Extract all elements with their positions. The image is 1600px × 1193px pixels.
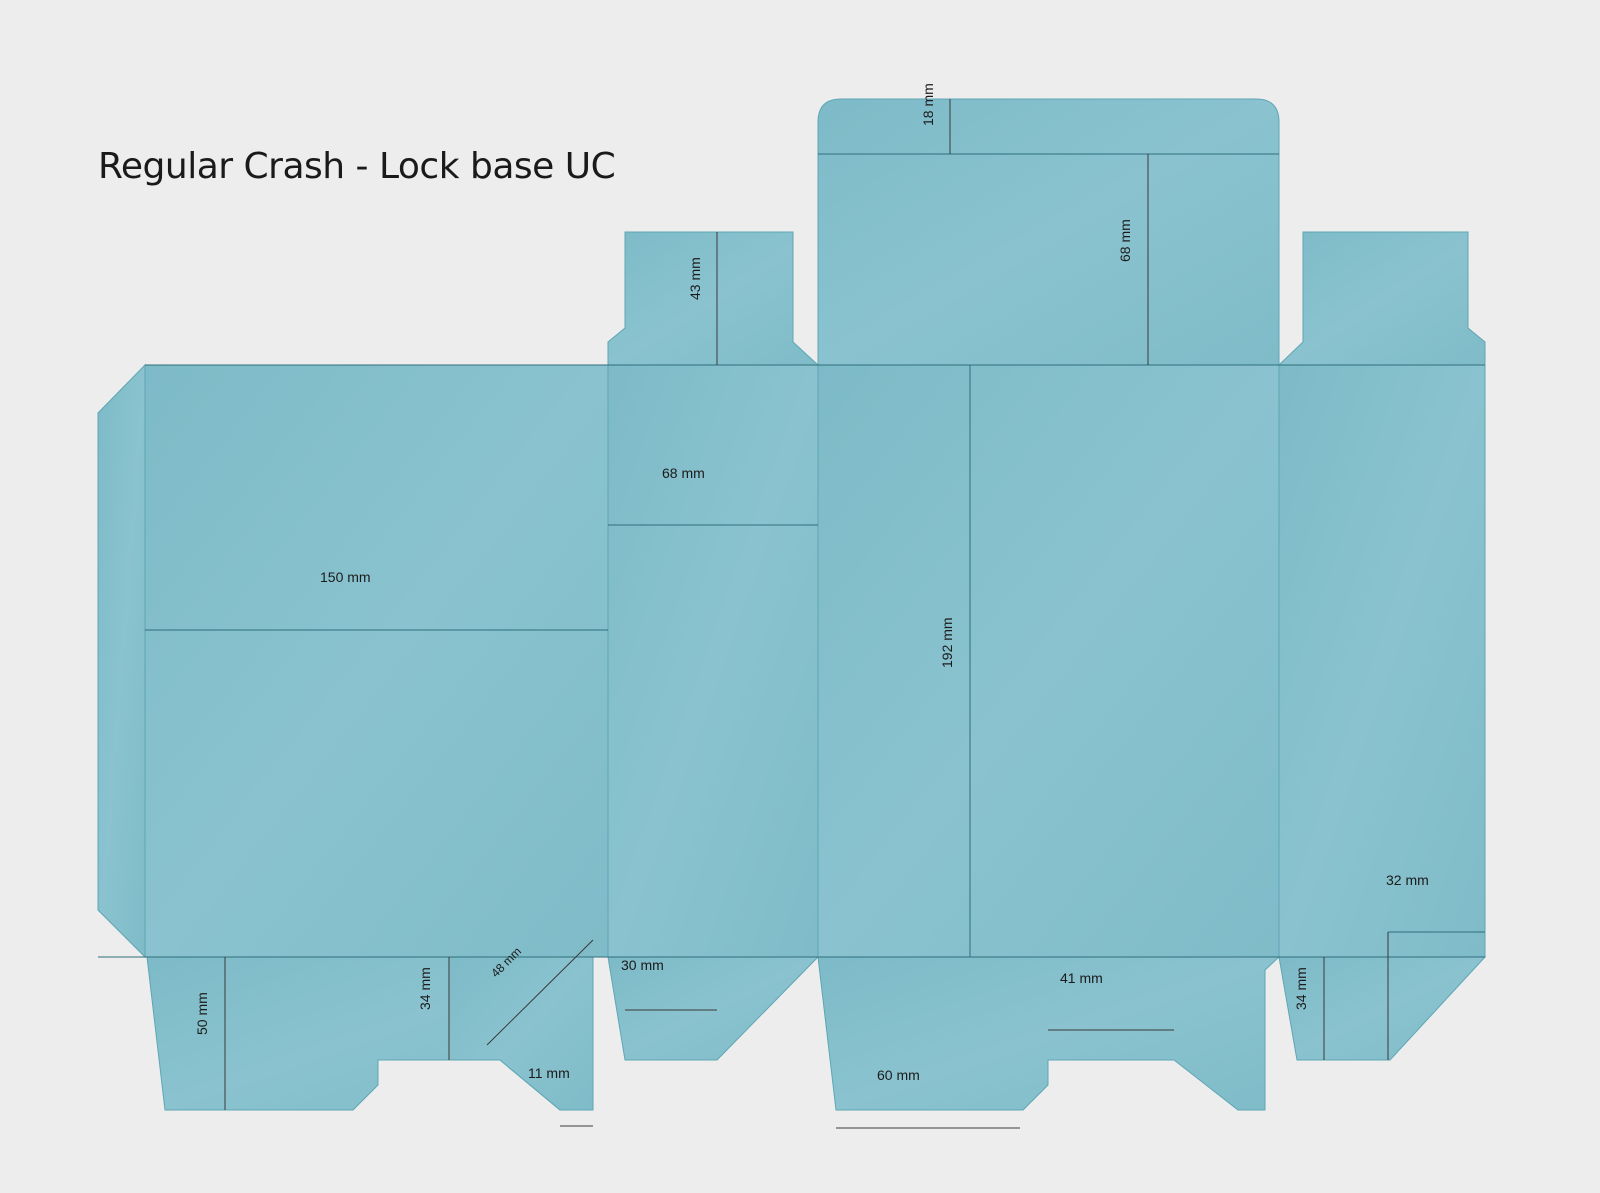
- dim-base-flap-height: 50 mm: [194, 992, 210, 1035]
- left-side-flap: [97, 363, 146, 959]
- dim-lock-base-width: 60 mm: [877, 1067, 920, 1083]
- page-title: Regular Crash - Lock base UC: [98, 146, 616, 187]
- top-dust-flap-left: [607, 231, 820, 366]
- dim-dust-flap-left: 43 mm: [687, 257, 703, 300]
- dim-lock-base: 41 mm: [1060, 970, 1103, 986]
- base-diagonal-tab: [448, 956, 594, 1111]
- dim-side-panel-depth: 68 mm: [662, 465, 705, 481]
- base-flap-side-right: [1278, 956, 1487, 1061]
- side-panel-left: [607, 364, 819, 958]
- dim-small-tab: 11 mm: [528, 1065, 570, 1081]
- dim-top-lid: 68 mm: [1117, 219, 1133, 262]
- dim-base-flap-inner: 34 mm: [417, 967, 433, 1010]
- dimension-lines: [224, 99, 1389, 1129]
- dim-glue-flap: 32 mm: [1386, 872, 1429, 888]
- dim-top-tuck-flap: 18 mm: [920, 83, 936, 126]
- dim-front-width: 150 mm: [320, 569, 371, 585]
- dim-side-base: 30 mm: [621, 957, 664, 973]
- fold-lines: [98, 153, 1485, 958]
- front-panel: [144, 364, 609, 958]
- dim-height: 192 mm: [939, 617, 955, 668]
- dim-right-base-inner: 34 mm: [1293, 967, 1309, 1010]
- base-lock-flap: [817, 956, 1281, 1111]
- top-lid-with-tuck: [817, 98, 1280, 366]
- back-panel: [817, 364, 1280, 958]
- top-dust-flap-right: [1277, 231, 1486, 366]
- side-panel-right: [1278, 364, 1486, 958]
